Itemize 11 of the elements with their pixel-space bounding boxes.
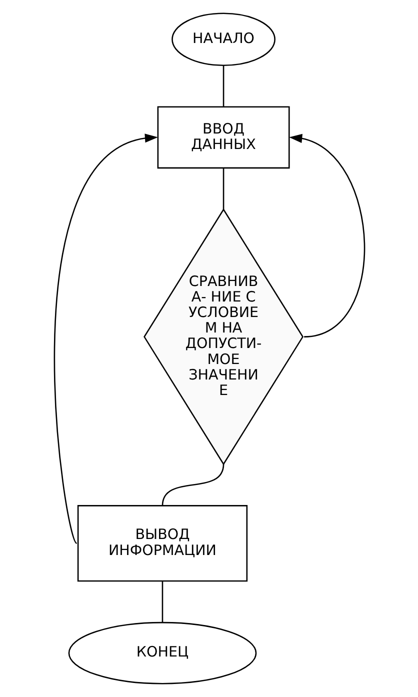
node-ellipse: КОНЕЦ — [68, 622, 256, 684]
arrow — [53, 134, 158, 544]
node-diamond: СРАВНИВ А- НИЕ С УСЛОВИЕ М НА ДОПУСТИ- МОЕ ЗНАЧЕНИ Е — [143, 208, 304, 466]
node-box: ВВОД ДАННЫХ — [156, 106, 290, 169]
connector — [161, 581, 163, 623]
connector — [222, 168, 224, 210]
arrow — [288, 134, 365, 338]
node-box: ВЫВОД ИНФОРМАЦИИ — [76, 505, 248, 582]
node-ellipse: НАЧАЛО — [171, 12, 275, 66]
connector — [161, 464, 224, 506]
connector — [222, 65, 224, 107]
